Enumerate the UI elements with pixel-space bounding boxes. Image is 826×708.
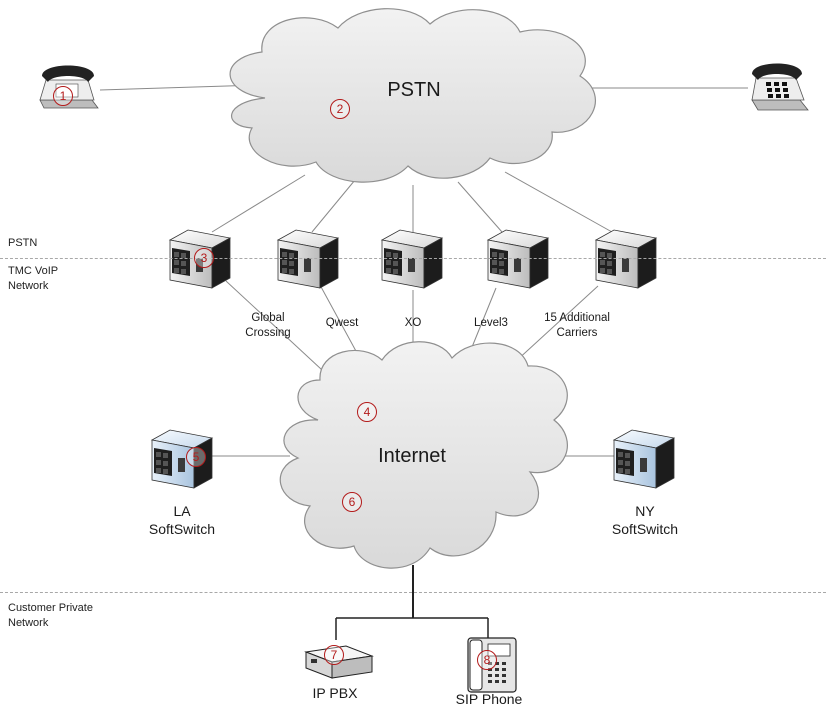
server-tower-icon	[486, 229, 550, 289]
endpoint-label-sip-phone: SIP Phone	[455, 691, 523, 707]
softswitch-label-la: LA SoftSwitch	[122, 502, 242, 538]
endpoint-label-ip-pbx: IP PBX	[312, 685, 358, 701]
callout-badge-4: 4	[357, 402, 377, 422]
softswitch-label-la-line1: LA	[173, 503, 191, 519]
server-tower-icon	[594, 229, 658, 289]
carrier-label-global-crossing-line2: Crossing	[245, 327, 291, 339]
carrier-label-additional-line1: 15 Additional	[544, 312, 610, 324]
link-additional-internet	[514, 285, 599, 363]
carrier-label-level3-line1: Level3	[474, 317, 508, 329]
link-pstn-additional	[504, 171, 613, 233]
zone-divider-tmc-customer	[0, 592, 826, 593]
callout-badge-2: 2	[330, 99, 350, 119]
callout-badge-3: 3	[194, 248, 214, 268]
link-global-crossing-internet	[225, 280, 336, 383]
carrier-label-qwest: Qwest	[312, 316, 372, 331]
softswitch-label-ny-line2: SoftSwitch	[611, 521, 679, 537]
carrier-label-additional: 15 Additional Carriers	[527, 311, 627, 341]
softswitch-label-la-line2: SoftSwitch	[148, 521, 216, 537]
zone-label-customer: Customer Private Network	[8, 601, 93, 631]
callout-badge-1: 1	[53, 86, 73, 106]
callout-badge-6: 6	[342, 492, 362, 512]
softswitch-label-ny-line1: NY	[635, 503, 655, 519]
zone-divider-pstn-tmc	[0, 258, 826, 259]
link-phone-left-pstn	[99, 84, 261, 91]
link-level3-internet	[469, 287, 497, 353]
carrier-label-additional-line2: Carriers	[556, 327, 598, 339]
zone-label-pstn: PSTN	[8, 237, 38, 249]
zone-label-customer-line2: Network	[8, 617, 49, 629]
pstn-cloud	[229, 8, 597, 183]
link-pstn-level3	[457, 181, 503, 233]
carrier-label-level3: Level3	[461, 316, 521, 331]
server-tower-icon	[276, 229, 340, 289]
callout-badge-5: 5	[186, 447, 206, 467]
carrier-label-global-crossing: Global Crossing	[228, 311, 308, 341]
callout-badge-7: 7	[324, 645, 344, 665]
carrier-label-qwest-line1: Qwest	[325, 317, 359, 329]
link-pstn-qwest	[311, 179, 356, 233]
carrier-label-global-crossing-line1: Global	[251, 312, 285, 324]
zone-label-tmc-line2: Network	[8, 280, 49, 292]
link-pstn-global-crossing	[211, 174, 306, 233]
internet-cloud-label: Internet	[378, 445, 446, 467]
carrier-servers	[168, 229, 658, 289]
carrier-label-xo: XO	[393, 316, 433, 331]
carrier-label-xo-line1: XO	[404, 317, 422, 329]
zone-label-customer-line1: Customer Private	[8, 602, 93, 614]
server-tower-icon	[612, 429, 676, 489]
server-tower-icon	[380, 229, 444, 289]
softswitch-label-ny: NY SoftSwitch	[585, 502, 705, 538]
zone-label-tmc: TMC VoIP Network	[8, 264, 58, 294]
desk-phone-icon	[751, 63, 809, 111]
callout-badge-8: 8	[477, 650, 497, 670]
connection-lines	[99, 84, 748, 640]
pstn-cloud-label: PSTN	[387, 79, 441, 101]
zone-label-tmc-line1: TMC VoIP	[8, 265, 59, 277]
